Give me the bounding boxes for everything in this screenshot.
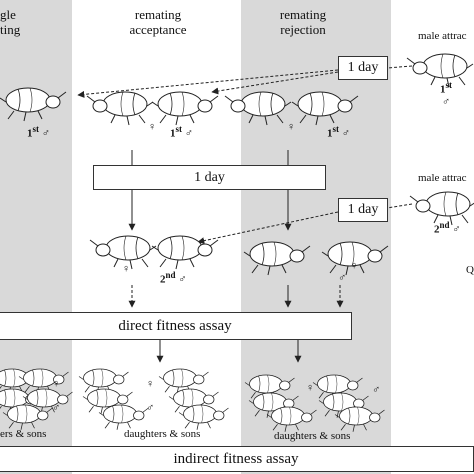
one-day-box-top: 1 day bbox=[338, 56, 388, 80]
offspring-female-symbol-middle: ♀ bbox=[146, 378, 155, 390]
remating-rejection-header: remating rejection bbox=[279, 7, 327, 37]
female-symbol-acceptance: ♀ bbox=[148, 121, 157, 133]
offspring-left bbox=[0, 368, 73, 431]
first-male-label-right: 1st♂ bbox=[440, 80, 452, 109]
offspring-male-symbol-right: ♂ bbox=[372, 384, 381, 396]
offspring-female-symbol-left: ♀ bbox=[52, 378, 61, 390]
offspring-label-left: ers & sons bbox=[0, 428, 47, 440]
female-symbol-rejection: ♀ bbox=[287, 121, 296, 133]
first-male-label-acceptance: 1st ♂ bbox=[170, 124, 193, 140]
offspring-label-right: daughters & sons bbox=[274, 430, 351, 442]
second-male-label-right: 2nd ♂ bbox=[434, 220, 461, 236]
female-symbol-row2: ♀ bbox=[122, 263, 131, 275]
direct-fitness-assay-box: direct fitness assay bbox=[0, 312, 352, 340]
second-male-label-acceptance: 2nd ♂ bbox=[160, 270, 187, 286]
stray-q-label: Q bbox=[466, 264, 474, 276]
offspring-right bbox=[244, 374, 385, 433]
offspring-male-symbol-left: ♂ bbox=[52, 402, 61, 414]
one-day-box-lower: 1 day bbox=[338, 198, 388, 222]
male-attraction-label-1: male attrac bbox=[418, 30, 467, 42]
offspring-male-symbol-middle: ♂ bbox=[146, 402, 155, 414]
one-day-box-middle: 1 day bbox=[93, 165, 326, 190]
offspring-female-symbol-right: ♀ bbox=[306, 382, 315, 394]
indirect-fitness-assay-box: indirect fitness assay bbox=[0, 446, 474, 472]
single-mating-header: gle ting bbox=[0, 7, 21, 37]
first-male-label-rejection: 1st ♂ bbox=[327, 124, 350, 140]
remating-acceptance-header: remating acceptance bbox=[129, 7, 187, 37]
offspring-label-middle: daughters & sons bbox=[124, 428, 201, 440]
male-symbol-rejection-row2: ♂ bbox=[338, 272, 347, 284]
first-male-label-single: 1st ♂ bbox=[27, 124, 50, 140]
male-attraction-label-2: male attrac bbox=[418, 172, 467, 184]
female-symbol-rejection-row2: ♀ bbox=[350, 260, 359, 272]
